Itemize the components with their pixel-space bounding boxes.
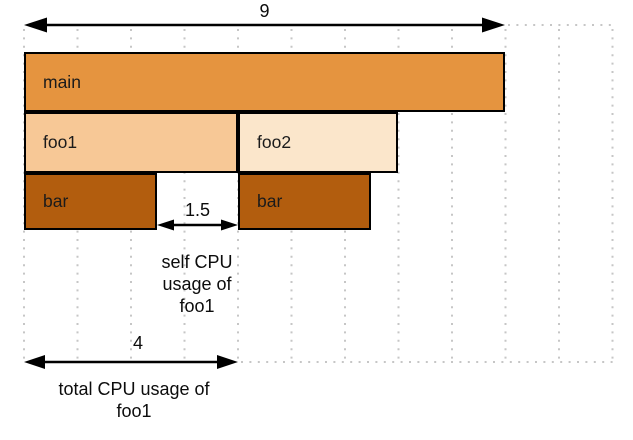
caption-line: usage of <box>162 274 232 294</box>
frame-label: bar <box>257 191 283 211</box>
caption-line: foo1 <box>179 296 215 316</box>
frame-label: foo2 <box>257 132 292 152</box>
caption-line: self CPU <box>161 252 233 272</box>
total-usage-value: 4 <box>132 333 143 353</box>
frame-foo1: foo1 <box>24 112 238 173</box>
frame-label: bar <box>43 191 69 211</box>
caption-line: foo1 <box>116 401 152 421</box>
frame-foo2: foo2 <box>238 112 398 173</box>
frame-label: foo1 <box>43 132 78 152</box>
self-usage-value: 1.5 <box>184 200 211 220</box>
grid-lines <box>23 24 614 363</box>
total-width-arrow <box>24 17 505 33</box>
self-usage-caption: self CPU usage of foo1 <box>117 251 277 317</box>
frame-bar-under-foo1: bar <box>24 173 157 230</box>
total-usage-caption: total CPU usage of foo1 <box>27 378 241 422</box>
self-usage-arrow <box>157 219 238 231</box>
total-usage-arrow <box>24 355 238 369</box>
total-width-value: 9 <box>259 1 270 21</box>
frame-bar-under-foo2: bar <box>238 173 371 230</box>
caption-line: total CPU usage of <box>58 379 210 399</box>
frame-label: main <box>43 71 81 92</box>
frame-main: main <box>24 52 505 112</box>
